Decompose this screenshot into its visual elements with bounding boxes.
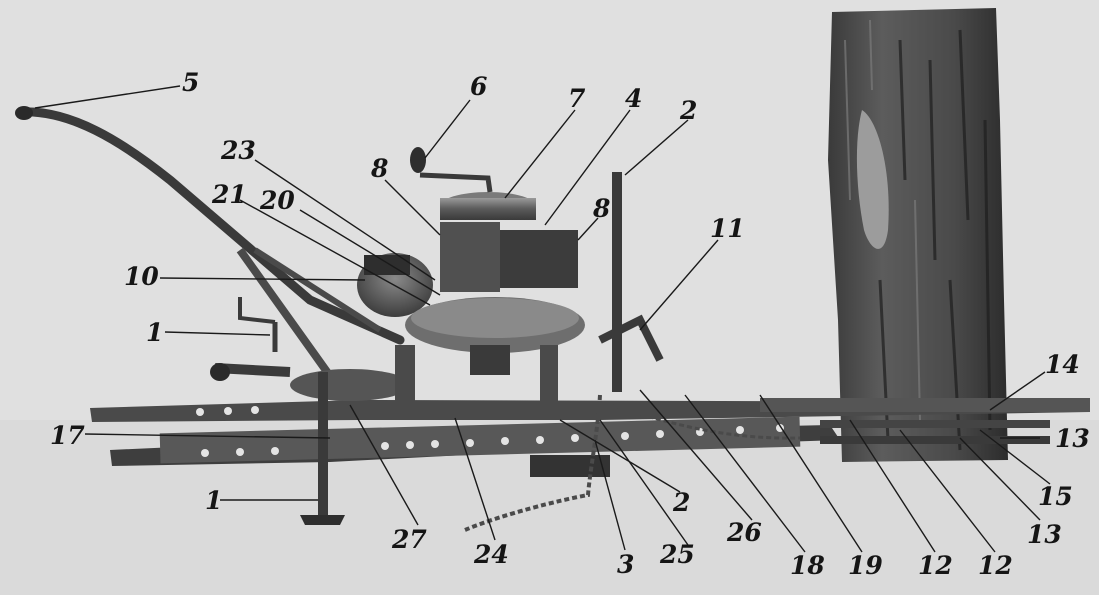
callout-13-bottom: 13	[1027, 520, 1062, 549]
callout-19: 19	[848, 551, 883, 580]
callout-20: 20	[260, 186, 295, 215]
callout-24: 24	[474, 540, 509, 569]
vertical-screw	[238, 297, 345, 525]
callout-26: 26	[727, 518, 762, 547]
callout-7: 7	[568, 84, 586, 113]
callout-13-top: 13	[1055, 424, 1090, 453]
callout-12-left: 12	[918, 551, 953, 580]
callout-14: 14	[1045, 350, 1080, 379]
upright-lever	[612, 172, 622, 392]
engine-assembly	[357, 147, 585, 375]
callout-1-top: 1	[146, 318, 164, 347]
callout-2-top: 2	[680, 96, 698, 125]
callout-17: 17	[50, 421, 85, 450]
callout-5: 5	[182, 68, 200, 97]
callout-3: 3	[617, 550, 635, 579]
callout-23: 23	[221, 136, 256, 165]
callout-21: 21	[212, 180, 247, 209]
callout-25: 25	[660, 540, 695, 569]
callout-1-bottom: 1	[205, 486, 223, 515]
callout-15: 15	[1038, 482, 1073, 511]
callout-10: 10	[124, 262, 159, 291]
tree-trunk	[828, 8, 1008, 462]
callout-6: 6	[470, 72, 488, 101]
callout-18: 18	[790, 551, 825, 580]
callout-27: 27	[392, 525, 427, 554]
callout-11: 11	[710, 214, 745, 243]
callout-8-right: 8	[593, 194, 611, 223]
callout-2-bottom: 2	[673, 488, 691, 517]
callout-4: 4	[625, 84, 643, 113]
leader-lines	[34, 85, 1051, 553]
callout-12-right: 12	[978, 551, 1013, 580]
chain	[464, 394, 602, 532]
callout-8-left: 8	[371, 154, 389, 183]
handlebar	[15, 106, 405, 393]
